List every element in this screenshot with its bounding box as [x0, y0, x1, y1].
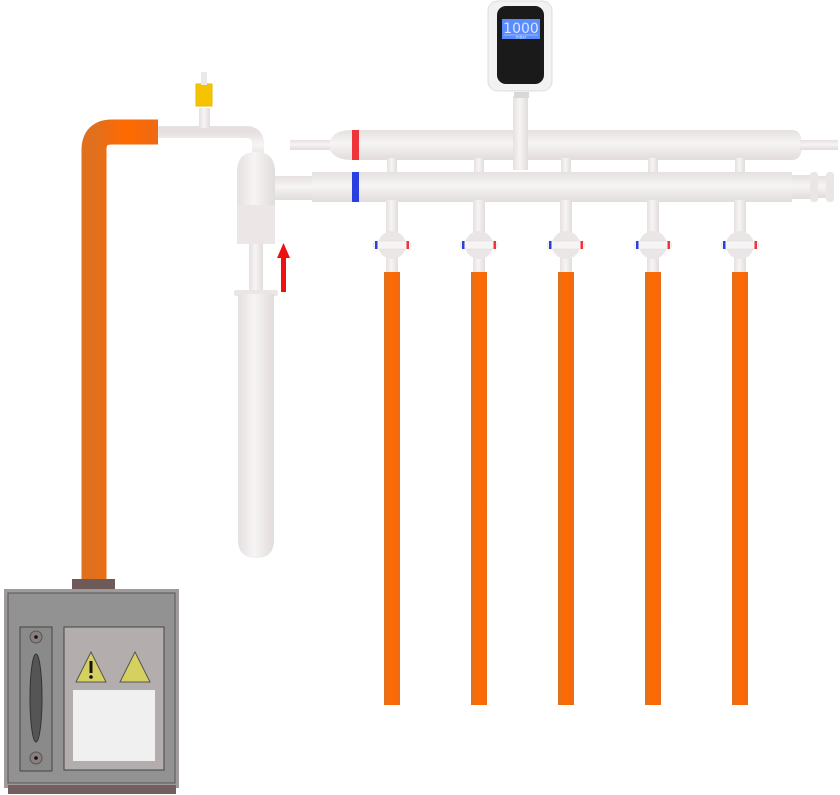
flow-arrow-up-icon [277, 243, 290, 292]
pump-label-panel [73, 690, 155, 761]
pump-side-panel [19, 626, 53, 772]
manifold-connector [561, 158, 571, 174]
manifold-connectors [387, 158, 745, 174]
gauge-screen [502, 19, 540, 39]
gauge-face [497, 6, 544, 84]
lower-manifold-marker [352, 172, 359, 202]
stopcock-vacuum-marker [462, 241, 465, 249]
trap-inner-tube [249, 244, 263, 294]
stopcock-key[interactable] [459, 240, 499, 250]
stopcock-3[interactable] [546, 200, 586, 705]
pump-hose-fitting [72, 579, 115, 589]
upper-manifold [290, 130, 838, 160]
warning-exclamation-icon [75, 650, 107, 683]
lower-manifold-end-joint [826, 172, 834, 202]
inlet-valve-tip [201, 72, 207, 85]
trap-side-arm [275, 176, 315, 200]
pump-base [8, 785, 176, 794]
upper-manifold-right-stub [800, 140, 838, 150]
inlet-valve-stem [199, 108, 210, 128]
manifold-connector [387, 158, 397, 174]
flask-hose [384, 272, 400, 705]
inlet-glass-tube [158, 126, 264, 160]
stopcock-gas-marker [493, 241, 496, 249]
lower-manifold-tube [312, 172, 792, 202]
pressure-gauge: 1000 mbar [487, 0, 553, 92]
trap-vessel [238, 294, 274, 558]
flask-hose [471, 272, 487, 705]
flask-hose [732, 272, 748, 705]
stopcock-5[interactable] [720, 200, 760, 705]
stopcock-vacuum-marker [375, 241, 378, 249]
stopcock-gas-marker [754, 241, 757, 249]
flask-hose [558, 272, 574, 705]
trap-joint [237, 205, 275, 244]
manifold-connector [474, 158, 484, 174]
upper-manifold-marker [352, 130, 359, 160]
stopcock-array [372, 200, 760, 705]
stopcock-key[interactable] [546, 240, 586, 250]
gauge-unit: mbar [516, 35, 527, 40]
gauge-stem [513, 88, 529, 170]
stopcock-key[interactable] [633, 240, 673, 250]
stopcock-key[interactable] [372, 240, 412, 250]
stopcock-gas-marker [406, 241, 409, 249]
gauge-value: 1000 [503, 21, 539, 37]
stopcock-key[interactable] [720, 240, 760, 250]
warning-triangle-icon [119, 650, 151, 683]
stopcock-vacuum-marker [723, 241, 726, 249]
pump-hose-tube [81, 119, 158, 580]
upper-manifold-tube [330, 130, 802, 160]
inlet-valve[interactable] [195, 83, 213, 107]
pump-handle[interactable] [29, 653, 43, 743]
stopcock-vacuum-marker [636, 241, 639, 249]
pump-front-panel [63, 626, 165, 771]
upper-manifold-left-stub [290, 140, 330, 150]
inlet-assembly [158, 72, 264, 160]
stopcock-vacuum-marker [549, 241, 552, 249]
cold-trap [234, 152, 315, 558]
stopcock-1[interactable] [372, 200, 412, 705]
stopcock-4[interactable] [633, 200, 673, 705]
manifold-connector [735, 158, 745, 174]
stopcock-gas-marker [667, 241, 670, 249]
lower-manifold [312, 172, 834, 202]
stopcock-2[interactable] [459, 200, 499, 705]
vacuum-pump[interactable] [4, 589, 179, 794]
stopcock-gas-marker [580, 241, 583, 249]
pump-hose [72, 119, 158, 589]
flask-hose [645, 272, 661, 705]
manifold-connector [648, 158, 658, 174]
